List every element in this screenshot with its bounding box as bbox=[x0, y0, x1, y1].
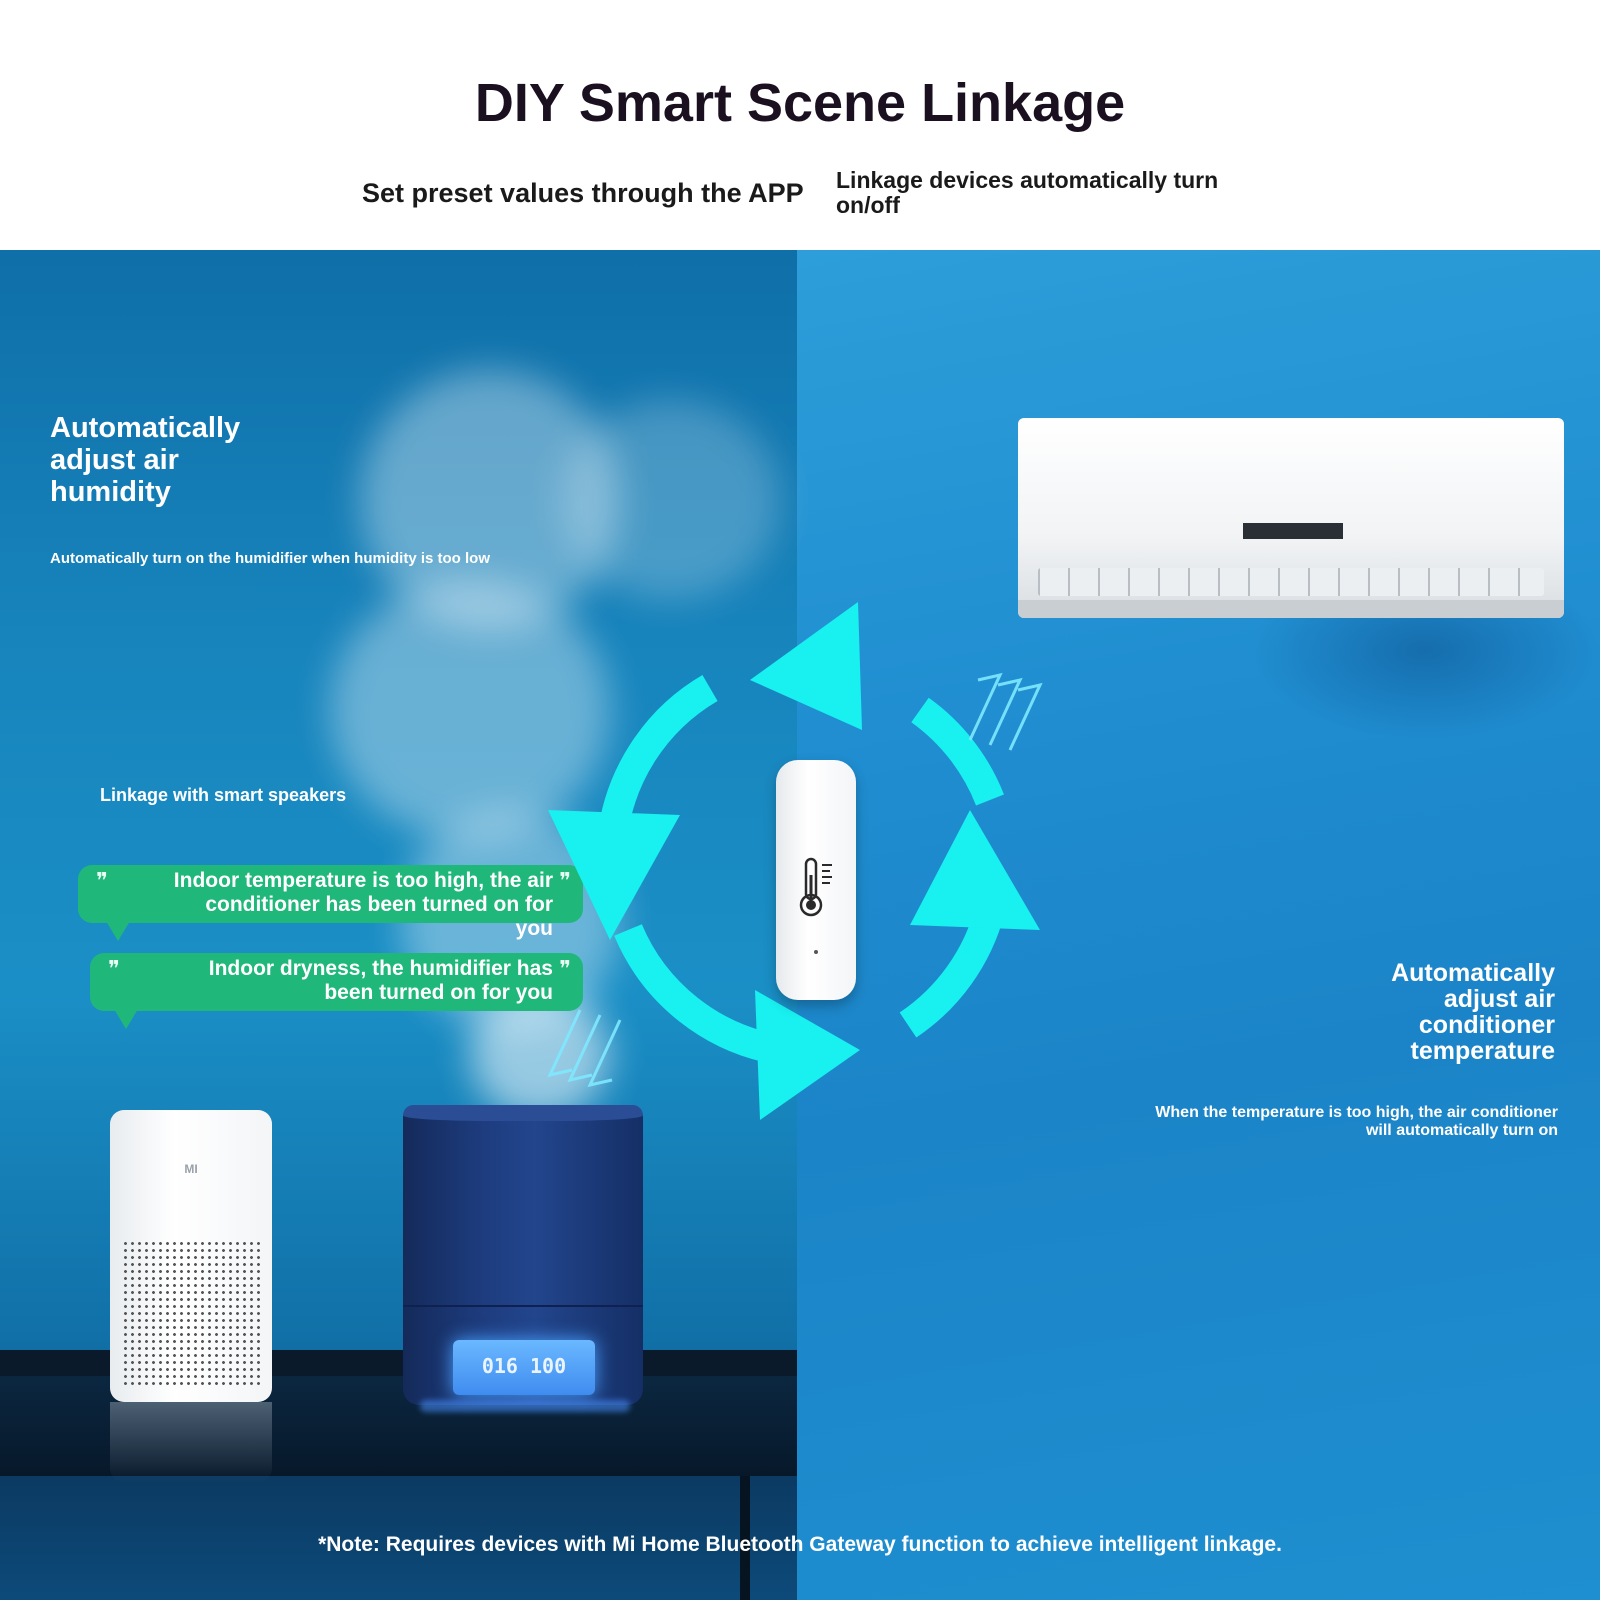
speaker-reflection bbox=[110, 1402, 272, 1482]
air-conditioner bbox=[1018, 418, 1564, 618]
speaker-linkage-label: Linkage with smart speakers bbox=[100, 785, 347, 805]
ac-lip bbox=[1018, 600, 1564, 618]
ac-vent bbox=[1038, 568, 1544, 596]
arrowhead-bottom bbox=[755, 990, 860, 1120]
humidifier-glow bbox=[420, 1400, 630, 1412]
ac-display bbox=[1243, 523, 1343, 539]
steam-cloud bbox=[330, 580, 610, 840]
small-arrow-downleft bbox=[567, 1014, 602, 1083]
bubble-text: Indoor dryness, the humidifier has been … bbox=[208, 957, 553, 1004]
bubble-tail bbox=[114, 1009, 138, 1029]
temperature-sensor bbox=[776, 760, 856, 1000]
small-arrow-upright bbox=[1008, 682, 1043, 751]
small-arrow-upright bbox=[968, 672, 1003, 741]
table-leg bbox=[740, 1476, 750, 1600]
subtitle-linkage-devices: Linkage devices automatically turn on/of… bbox=[836, 167, 1219, 218]
steam-cloud bbox=[560, 400, 780, 600]
bubble-text: Indoor temperature is too high, the air … bbox=[173, 869, 553, 940]
quote-close-icon: ❞ bbox=[559, 868, 571, 893]
steam-cloud bbox=[470, 990, 610, 1120]
arc-top-right bbox=[911, 697, 1004, 806]
floor bbox=[0, 1476, 797, 1600]
ac-heading: Automatically adjust air conditioner tem… bbox=[1391, 959, 1555, 1065]
speech-bubble-humidity: ❞ Indoor dryness, the humidifier has bee… bbox=[90, 953, 583, 1011]
speaker-grille bbox=[122, 1240, 260, 1385]
small-arrow-downleft bbox=[547, 1009, 582, 1078]
quote-open-icon: ❞ bbox=[108, 956, 120, 981]
header: DIY Smart Scene Linkage Set preset value… bbox=[0, 0, 1600, 250]
subtitle-app-preset: Set preset values through the APP bbox=[362, 178, 804, 208]
sensor-indicator bbox=[814, 950, 818, 954]
arrowhead-left bbox=[548, 810, 680, 940]
speech-bubble-temperature: ❞ Indoor temperature is too high, the ai… bbox=[78, 865, 583, 940]
humidifier-display-value: 016 100 bbox=[481, 1354, 567, 1378]
page-title: DIY Smart Scene Linkage bbox=[474, 73, 1126, 133]
smart-speaker: MI bbox=[110, 1110, 272, 1402]
humidity-heading: Automatically adjust air humidity bbox=[50, 412, 241, 508]
arrowhead-right bbox=[910, 810, 1040, 930]
humidifier: 016 100 bbox=[403, 1105, 643, 1405]
bubble-tail bbox=[106, 921, 130, 941]
small-arrow-downleft bbox=[587, 1019, 622, 1088]
small-arrow-upright bbox=[988, 677, 1023, 746]
thermometer-icon bbox=[799, 857, 832, 917]
footnote: *Note: Requires devices with Mi Home Blu… bbox=[318, 1533, 1282, 1556]
ac-caption: When the temperature is too high, the ai… bbox=[1155, 1104, 1558, 1139]
humidifier-top bbox=[403, 1105, 643, 1121]
humidifier-display: 016 100 bbox=[453, 1340, 595, 1395]
arrowhead-top bbox=[750, 602, 862, 730]
steam-cloud bbox=[360, 370, 620, 630]
quote-open-icon: ❞ bbox=[96, 868, 108, 893]
speaker-logo: MI bbox=[184, 1162, 198, 1176]
arc-bottom-left bbox=[614, 923, 783, 1065]
humidity-caption: Automatically turn on the humidifier whe… bbox=[50, 550, 491, 567]
cycle-arrows-icon bbox=[547, 602, 1043, 1120]
quote-close-icon: ❞ bbox=[559, 956, 571, 981]
humidifier-seam bbox=[403, 1305, 643, 1307]
scene-image: Automatically adjust air humidity Automa… bbox=[0, 250, 1600, 1600]
